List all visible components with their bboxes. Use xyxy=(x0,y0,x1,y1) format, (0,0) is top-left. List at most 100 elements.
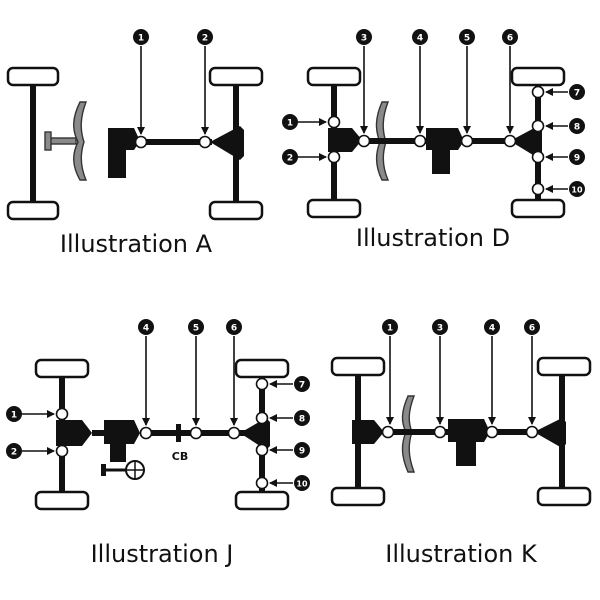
svg-text:5: 5 xyxy=(464,34,470,44)
joint xyxy=(55,407,69,421)
transmission xyxy=(108,128,140,178)
joint xyxy=(255,377,269,391)
joint xyxy=(531,150,545,164)
joint xyxy=(413,134,427,148)
steering-wheel xyxy=(44,131,52,151)
callout-badge: 10 xyxy=(294,475,310,491)
callout-badge: 8 xyxy=(569,118,585,134)
svg-text:9: 9 xyxy=(299,447,305,457)
tyre xyxy=(34,490,90,511)
tyre xyxy=(510,66,566,87)
callout-badge: 1 xyxy=(6,406,22,422)
joint xyxy=(525,425,539,439)
tyre xyxy=(330,356,386,377)
transfer-case xyxy=(104,420,140,462)
tyre xyxy=(234,358,290,379)
joint xyxy=(327,150,341,164)
joint xyxy=(460,134,474,148)
callout-badge: 4 xyxy=(138,319,154,335)
joint xyxy=(531,119,545,133)
tyre xyxy=(306,198,362,219)
tyre xyxy=(34,358,90,379)
svg-text:7: 7 xyxy=(299,381,305,391)
svg-text:10: 10 xyxy=(296,480,308,489)
callout-badge: 5 xyxy=(188,319,204,335)
callout-badge: 2 xyxy=(197,29,213,45)
callout-badge: 6 xyxy=(226,319,242,335)
callout-badge: 1 xyxy=(382,319,398,335)
illustration-j-label: Illustration J xyxy=(91,540,234,568)
joint xyxy=(227,426,241,440)
tyre xyxy=(536,356,592,377)
joint xyxy=(485,425,499,439)
tyre xyxy=(208,200,264,221)
svg-text:6: 6 xyxy=(529,324,535,334)
illustration-k: 1 3 4 6 Illustration K xyxy=(330,319,592,568)
callout-badge: 4 xyxy=(412,29,428,45)
joint xyxy=(531,182,545,196)
steering-linkage xyxy=(73,101,88,181)
svg-text:1: 1 xyxy=(11,411,17,421)
svg-text:2: 2 xyxy=(287,154,293,164)
joint xyxy=(357,134,371,148)
callout-badge: 6 xyxy=(502,29,518,45)
tyre xyxy=(330,486,386,507)
svg-text:4: 4 xyxy=(143,324,149,334)
callout-badge: 2 xyxy=(6,443,22,459)
rear-differential xyxy=(510,126,542,158)
joint xyxy=(381,425,395,439)
illustration-a-label: Illustration A xyxy=(60,230,213,258)
callout-badge: 1 xyxy=(133,29,149,45)
front-differential xyxy=(352,420,384,444)
callout-badge: 7 xyxy=(569,84,585,100)
tyre xyxy=(306,66,362,87)
svg-text:3: 3 xyxy=(361,34,367,44)
joint xyxy=(139,426,153,440)
joint xyxy=(255,411,269,425)
svg-text:7: 7 xyxy=(574,89,580,99)
joint xyxy=(503,134,517,148)
joint xyxy=(433,425,447,439)
svg-text:4: 4 xyxy=(489,324,495,334)
front-differential xyxy=(56,420,92,446)
joint xyxy=(198,135,212,149)
svg-text:2: 2 xyxy=(11,448,17,458)
joint xyxy=(189,426,203,440)
svg-text:3: 3 xyxy=(437,324,443,334)
steering-column xyxy=(47,137,77,145)
callout-badge: 1 xyxy=(282,114,298,130)
tyre xyxy=(536,486,592,507)
tyre xyxy=(208,66,264,87)
illustration-j: CB 4 5 6 1 2 7 xyxy=(6,319,310,568)
transmission xyxy=(426,128,464,174)
callout-badge: 7 xyxy=(294,376,310,392)
callout-badge: 2 xyxy=(282,149,298,165)
illustration-d-label: Illustration D xyxy=(356,224,510,252)
center-brake-label: CB xyxy=(172,450,188,463)
callout-badge: 3 xyxy=(432,319,448,335)
tyre xyxy=(6,66,60,87)
transmission xyxy=(448,419,490,466)
svg-text:1: 1 xyxy=(387,324,393,334)
rear-differential xyxy=(534,418,566,448)
svg-text:4: 4 xyxy=(417,34,423,44)
joint xyxy=(255,476,269,490)
svg-text:2: 2 xyxy=(202,34,208,44)
illustration-a: 1 2 Illustration A xyxy=(6,29,264,258)
callout-badge: 3 xyxy=(356,29,372,45)
callout-badge: 8 xyxy=(294,410,310,426)
svg-text:9: 9 xyxy=(574,154,580,164)
svg-text:10: 10 xyxy=(571,186,583,195)
callout-badge: 10 xyxy=(569,181,585,197)
joint xyxy=(255,443,269,457)
svg-text:1: 1 xyxy=(287,119,293,129)
callout-badge: 9 xyxy=(569,149,585,165)
joint xyxy=(531,85,545,99)
tyre xyxy=(234,490,290,511)
joint xyxy=(55,444,69,458)
illustration-k-label: Illustration K xyxy=(385,540,538,568)
center-brake-marker xyxy=(176,424,181,442)
svg-text:8: 8 xyxy=(299,415,305,425)
callout-badge: 6 xyxy=(524,319,540,335)
